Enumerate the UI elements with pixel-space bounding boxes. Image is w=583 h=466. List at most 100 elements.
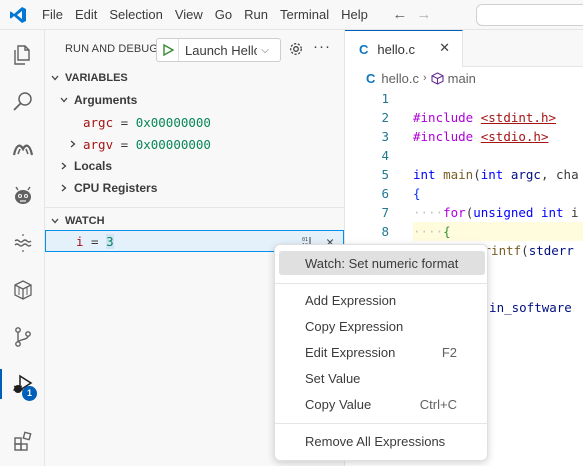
arrow-left-icon[interactable]: ← [392,6,408,23]
c-file-icon: C [366,70,376,86]
variables-section-title: VARIABLES [65,72,128,84]
line-number: 4 [381,148,389,163]
code-token: { [443,224,451,239]
more-actions-icon[interactable]: ··· [313,38,331,55]
watch-section-header[interactable]: WATCH [45,210,345,232]
whitespace-dots: ···· [413,224,444,239]
menu-view[interactable]: View [174,6,203,22]
tree-row-argv[interactable]: argv = 0x00000000 [45,133,345,155]
menu-file[interactable]: File [42,6,63,22]
watch-section-title: WATCH [65,215,105,227]
code-token: i [563,205,579,220]
code-token: ( [473,167,481,182]
chevron-right-icon [56,183,72,193]
menu-item-label: Remove All Expressions [305,433,446,449]
chevron-right-icon: › [422,72,427,84]
menu-separator [275,283,487,284]
c-file-icon: C [359,41,369,57]
section-divider [45,207,345,208]
preprocessor-directive: #include [413,110,474,125]
code-line: 3#include <stdio.h> [345,127,583,146]
line-number: 5 [381,167,389,182]
breadcrumb-file[interactable]: hello.c [381,70,419,86]
chevron-down-icon: ⌵ [261,44,269,56]
include-header: <stdint.h> [480,110,557,125]
watch-context-menu: Watch: Set numeric format Add Expression… [274,244,488,461]
command-center-search[interactable] [476,4,583,26]
package-icon[interactable] [0,269,45,311]
menu-item-shortcut: F2 [441,344,457,360]
whitespace-dots: ···· [413,205,444,220]
search-icon[interactable] [0,81,45,123]
tab-label: hello.c [377,41,415,57]
cpu-registers-label: CPU Registers [74,181,158,195]
include-header: <stdio.h> [480,129,549,144]
code-editor[interactable]: 1 2#include <stdint.h> 3#include <stdio.… [345,89,583,466]
menu-terminal[interactable]: Terminal [280,6,330,22]
gear-icon[interactable] [286,39,306,59]
tree-row-arguments[interactable]: Arguments [45,89,345,111]
breadcrumb-symbol[interactable]: main [447,70,476,86]
tree-row-cpu-registers[interactable]: CPU Registers [45,177,345,199]
code-token: , cha [540,167,579,182]
line-number: 6 [381,186,389,201]
arguments-label: Arguments [74,93,138,107]
watch-equals: = [83,233,107,249]
menu-item-edit-expression[interactable]: Edit Expression F2 [279,340,485,364]
line-number: 8 [381,224,389,239]
chevron-right-icon [65,139,81,149]
close-icon[interactable]: ✕ [326,234,334,250]
menu-separator [275,423,487,424]
menu-help[interactable]: Help [341,6,368,22]
menu-item-set-value[interactable]: Set Value [279,366,485,390]
line-number: 2 [381,110,389,125]
variable-value: 0x00000000 [135,114,211,130]
keyword: int [480,167,504,182]
menu-item-label: Add Expression [305,292,397,308]
variable-name: argv [83,136,114,152]
tree-row-argc[interactable]: argc = 0x00000000 [45,111,345,133]
current-line-highlight [413,222,583,241]
code-line: 6{ [345,184,583,203]
title-bar: File Edit Selection View Go Run Terminal… [0,0,583,30]
function-name: main [443,167,474,182]
menu-item-add-expression[interactable]: Add Expression [279,288,485,312]
start-debugging-icon[interactable] [157,39,179,61]
chevron-down-icon [56,95,72,105]
launch-config-label: Launch Hello [185,42,257,58]
launch-config-dropdown[interactable]: Launch Hello ⌵ [156,38,281,62]
tree-row-locals[interactable]: Locals [45,155,345,177]
keyword: unsigned int [473,205,564,220]
source-control-icon[interactable] [0,316,45,358]
parameter: argc [510,167,541,182]
variables-section-header[interactable]: VARIABLES [45,67,345,89]
tab-hello-c[interactable]: C hello.c ✕ [345,30,463,67]
code-line: 4 [345,146,583,165]
code-token: ( [465,205,474,220]
menu-go[interactable]: Go [214,6,233,22]
extensions-icon[interactable] [0,420,45,462]
watch-expression: i [76,233,84,249]
microchip-icon[interactable] [0,128,45,170]
run-debug-icon[interactable]: 1 [0,363,45,405]
close-icon[interactable]: ✕ [439,40,450,55]
keyword: int [413,167,436,182]
menu-run[interactable]: Run [244,6,268,22]
platformio-alien-icon[interactable] [0,175,45,217]
menu-item-remove-all-expressions[interactable]: Remove All Expressions [279,429,485,453]
menu-item-set-numeric-format[interactable]: Watch: Set numeric format [279,251,485,275]
wave-icon[interactable] [0,222,45,264]
explorer-icon[interactable] [0,34,45,76]
menu-selection[interactable]: Selection [109,6,163,22]
arrow-right-icon[interactable]: → [416,6,432,23]
vscode-logo-icon [0,0,36,30]
locals-label: Locals [74,159,113,173]
watch-expression-row[interactable]: i = 3 0110 ✕ [45,230,344,252]
menu-item-copy-expression[interactable]: Copy Expression [279,314,485,338]
menu-item-label: Copy Expression [305,318,404,334]
menu-edit[interactable]: Edit [74,6,98,22]
menu-item-label: Watch: Set numeric format [305,255,459,271]
panel-title: RUN AND DEBUG [65,43,158,55]
menu-item-copy-value[interactable]: Copy Value Ctrl+C [279,392,485,416]
